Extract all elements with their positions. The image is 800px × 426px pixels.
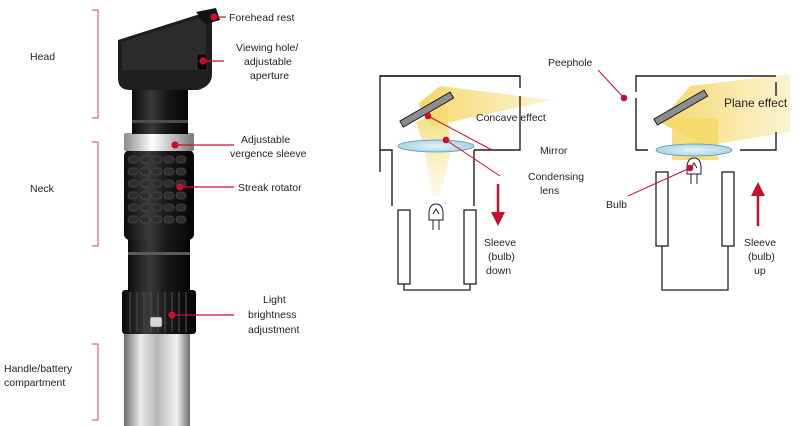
sleeve-down-label-1: Sleeve <box>484 237 516 249</box>
brightness-label-1: Light <box>263 294 286 306</box>
sleeve-right-up <box>721 171 735 247</box>
section-brackets <box>92 9 99 421</box>
condensing-lens <box>397 139 475 153</box>
arrow-down-icon <box>491 184 505 226</box>
plane-effect-label: Plane effect <box>724 96 788 110</box>
brightness-ring <box>122 290 196 334</box>
sleeve-down-label-3: down <box>486 265 511 277</box>
viewing-hole-label-1: Viewing hole/ <box>236 42 298 54</box>
vergence-sleeve-ring <box>124 133 194 151</box>
handle-chrome <box>124 330 190 426</box>
sleeve-left-up <box>655 171 669 247</box>
forehead-rest-label: Forehead rest <box>229 12 294 24</box>
diagram-sleeve-up <box>597 69 790 291</box>
section-handle-label-1: Handle/battery <box>4 363 73 375</box>
brightness-label-3: adjustment <box>248 324 299 336</box>
condensing-label-2: lens <box>540 185 559 197</box>
diagram-sleeve-down <box>379 75 552 291</box>
sleeve-up-label-3: up <box>754 265 766 277</box>
section-head-label: Head <box>30 51 55 63</box>
viewing-hole-label-3: aperture <box>250 70 289 82</box>
brightness-indicator <box>149 316 163 328</box>
concave-bulb-beam <box>416 110 452 196</box>
mirror-label: Mirror <box>540 145 568 157</box>
vergence-label-1: Adjustable <box>241 134 290 146</box>
condensing-label-1: Condensing <box>528 171 584 183</box>
section-neck-label: Neck <box>30 183 55 195</box>
concave-effect-label: Concave effect <box>476 112 546 124</box>
vergence-label-2: vergence sleeve <box>230 148 307 160</box>
section-handle-label-2: compartment <box>4 377 65 389</box>
lower-neck <box>128 238 190 292</box>
sleeve-right <box>463 209 477 285</box>
upper-neck <box>132 88 188 134</box>
mirror <box>399 91 455 128</box>
peephole-label: Peephole <box>548 57 593 69</box>
sleeve-up-label-2: (bulb) <box>748 251 775 263</box>
retinoscope-illustration <box>118 8 220 426</box>
sleeve-left <box>397 209 411 285</box>
streak-rotator-label: Streak rotator <box>238 182 302 194</box>
mirror-up <box>653 89 709 126</box>
brightness-label-2: brightness <box>248 309 296 321</box>
viewing-hole-label-2: adjustable <box>244 56 292 68</box>
head-outline-up <box>635 75 777 151</box>
sleeve-up-label-1: Sleeve <box>744 237 776 249</box>
sleeve-down-label-2: (bulb) <box>488 251 515 263</box>
bulb-label: Bulb <box>606 199 627 211</box>
scope-callouts <box>168 13 234 319</box>
bulb-down <box>428 203 444 230</box>
condensing-lens-up <box>655 143 733 157</box>
arrow-up-icon <box>751 182 765 226</box>
